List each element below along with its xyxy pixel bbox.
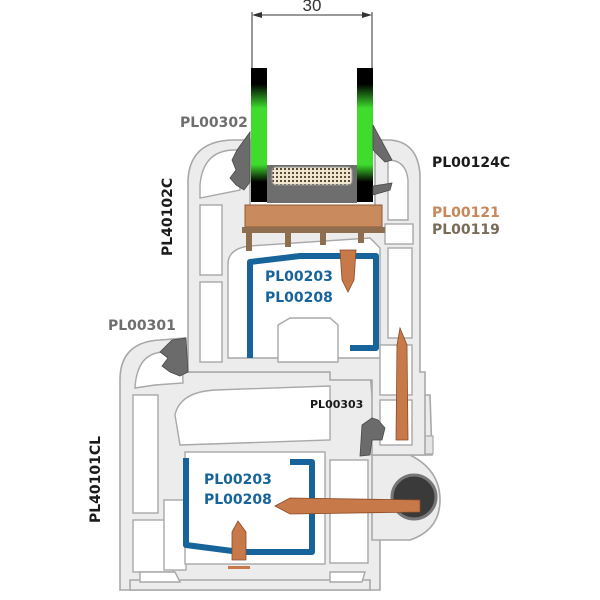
screw-lower xyxy=(231,520,247,561)
steel-upper xyxy=(247,253,379,358)
label-steel-lower-a: PL00203 xyxy=(204,472,272,488)
gasket-pl00302-shape xyxy=(229,130,251,191)
label-gasket-frame: PL00301 xyxy=(108,318,176,334)
steel-lower xyxy=(183,458,315,555)
label-gasket-middle: PL00303 xyxy=(310,398,363,411)
label-steel-lower-b: PL00208 xyxy=(204,492,272,508)
screws xyxy=(228,249,421,569)
dimension-value: 30 xyxy=(303,0,322,15)
label-gasket-top-right: PL00124C xyxy=(432,155,510,171)
gasket-pl00301-shape xyxy=(159,337,189,377)
label-glazing-bead: PL00121 xyxy=(432,205,500,221)
label-frame-profile: PL40101CL xyxy=(88,436,104,523)
glazing-blocks xyxy=(242,204,385,251)
steel-reinforcements xyxy=(183,253,379,555)
label-steel-upper-b: PL00208 xyxy=(265,290,333,306)
gasket-pl00124c-lower xyxy=(372,182,393,196)
dimension-indicator: 30 xyxy=(251,0,373,68)
desiccant-spacer xyxy=(271,166,353,186)
glass-unit xyxy=(251,68,373,203)
label-gasket-top-left: PL00302 xyxy=(180,115,248,131)
gasket-pl00124c-upper xyxy=(372,124,393,163)
screw-vertical xyxy=(395,326,409,441)
gaskets xyxy=(159,124,393,457)
gasket-pl00303-shape xyxy=(359,417,386,457)
screw-horizontal xyxy=(274,497,421,515)
label-steel-upper-a: PL00203 xyxy=(265,269,333,285)
frame-profile xyxy=(119,337,433,591)
label-glazing-support: PL00119 xyxy=(432,222,500,238)
label-sash-profile: PL40102C xyxy=(160,178,176,256)
screw-upper xyxy=(339,249,357,293)
